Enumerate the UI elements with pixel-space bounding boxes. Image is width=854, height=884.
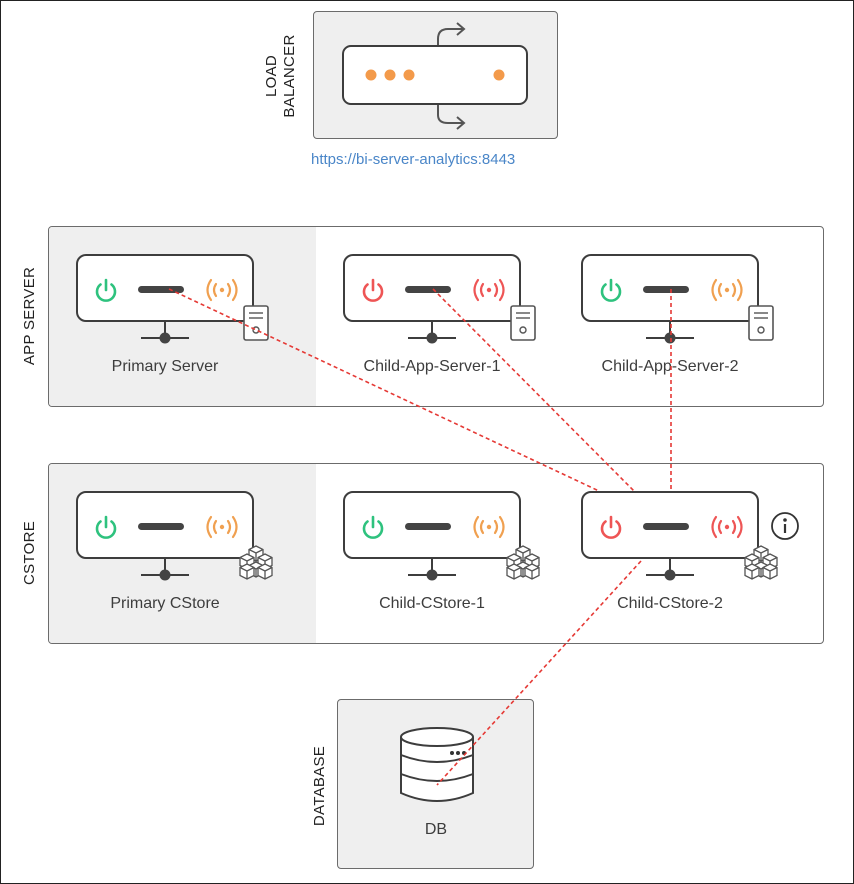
cubes-icon (237, 542, 275, 580)
load-balancer-panel[interactable] (313, 11, 558, 139)
network-stand-icon (640, 322, 700, 352)
node-child-cstore-1[interactable] (343, 491, 521, 559)
broadcast-icon (469, 515, 509, 539)
load-balancer-icon (342, 22, 528, 130)
power-icon (92, 513, 120, 541)
node-primary-cstore[interactable] (76, 491, 254, 559)
power-icon (92, 276, 120, 304)
network-stand-icon (135, 559, 195, 589)
broadcast-icon (202, 278, 242, 302)
node-label: Primary CStore (110, 595, 220, 612)
load-balancer-url[interactable]: https://bi-server-analytics:8443 (311, 151, 516, 168)
status-bar (405, 523, 451, 530)
load-balancer-title: LOAD BALANCER (263, 34, 298, 118)
cubes-icon (742, 542, 780, 580)
database-panel[interactable] (337, 699, 534, 869)
status-bar (643, 286, 689, 293)
node-label: Child-CStore-1 (379, 595, 485, 612)
status-bar (643, 523, 689, 530)
node-child-app-server-1[interactable] (343, 254, 521, 322)
cstore-title: CSTORE (21, 520, 38, 586)
broadcast-icon (202, 515, 242, 539)
network-stand-icon (402, 322, 462, 352)
database-title: DATABASE (311, 745, 328, 827)
power-icon (359, 276, 387, 304)
network-stand-icon (135, 322, 195, 352)
server-tower-icon (241, 304, 271, 342)
status-bar (138, 286, 184, 293)
database-icon (400, 727, 474, 802)
server-tower-icon (508, 304, 538, 342)
node-child-cstore-2[interactable] (581, 491, 759, 559)
server-tower-icon (746, 304, 776, 342)
node-label: Child-App-Server-1 (363, 358, 501, 375)
info-icon[interactable] (770, 511, 800, 541)
cubes-icon (504, 542, 542, 580)
database-label: DB (424, 821, 448, 838)
node-label: Primary Server (111, 358, 219, 375)
node-primary-server[interactable] (76, 254, 254, 322)
status-bar (138, 523, 184, 530)
power-icon (359, 513, 387, 541)
node-child-app-server-2[interactable] (581, 254, 759, 322)
node-label: Child-App-Server-2 (601, 358, 739, 375)
app-server-title: APP SERVER (21, 266, 38, 366)
broadcast-icon (469, 278, 509, 302)
broadcast-icon (707, 278, 747, 302)
node-label: Child-CStore-2 (617, 595, 723, 612)
broadcast-icon (707, 515, 747, 539)
status-bar (405, 286, 451, 293)
power-icon (597, 513, 625, 541)
network-stand-icon (402, 559, 462, 589)
network-stand-icon (640, 559, 700, 589)
power-icon (597, 276, 625, 304)
